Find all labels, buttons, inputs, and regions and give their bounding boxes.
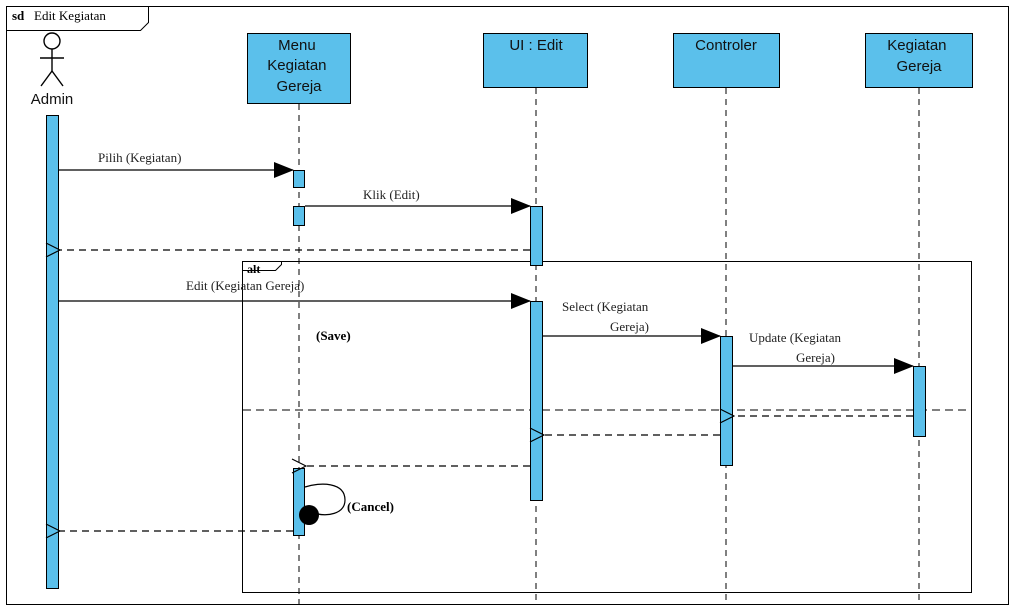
lifeline-kegiatan-gereja: Kegiatan Gereja — [865, 33, 973, 88]
frame-title: Edit Kegiatan — [34, 8, 106, 23]
message-edit-label: Edit (Kegiatan Gereja) — [186, 278, 304, 293]
activation-controler — [720, 336, 733, 466]
actor-label: Admin — [31, 91, 74, 108]
message-pilih-label: Pilih (Kegiatan) — [98, 150, 181, 165]
activation-ui-2 — [530, 301, 543, 501]
message-klik-label: Klik (Edit) — [363, 187, 420, 202]
actor-admin: Admin — [31, 32, 74, 108]
activation-entity — [913, 366, 926, 437]
activation-menu-1 — [293, 170, 305, 188]
self-message-cancel: (Cancel) — [299, 483, 394, 525]
diagram-frame — [6, 6, 1009, 605]
activation-menu-3 — [293, 468, 305, 536]
alt-fragment: alt (Save) — [242, 261, 972, 593]
guard-save: (Save) — [316, 328, 351, 343]
activation-ui-1 — [530, 206, 543, 266]
stick-figure-icon — [40, 32, 64, 87]
final-node-icon — [299, 505, 319, 525]
lifeline-ui-edit: UI : Edit — [483, 33, 588, 88]
lifeline-menu-kegiatan-gereja: Menu Kegiatan Gereja — [247, 33, 351, 104]
lifeline-label: Controler — [695, 37, 757, 54]
message-update-label: Update (Kegiatan Gereja) — [749, 330, 844, 365]
lifeline-label: Kegiatan Gereja — [887, 37, 950, 75]
lifeline-label: Menu Kegiatan Gereja — [267, 37, 330, 95]
lifeline-controler: Controler — [673, 33, 780, 88]
fragment-keyword: alt — [247, 262, 260, 276]
activation-admin — [46, 115, 59, 589]
activation-menu-2 — [293, 206, 305, 226]
guard-cancel: (Cancel) — [347, 499, 394, 514]
frame-title-tab — [6, 6, 149, 31]
message-select-label: Select (Kegiatan Gereja) — [562, 299, 652, 334]
frame-keyword: sd — [12, 8, 25, 23]
lifeline-label: UI : Edit — [509, 37, 563, 54]
